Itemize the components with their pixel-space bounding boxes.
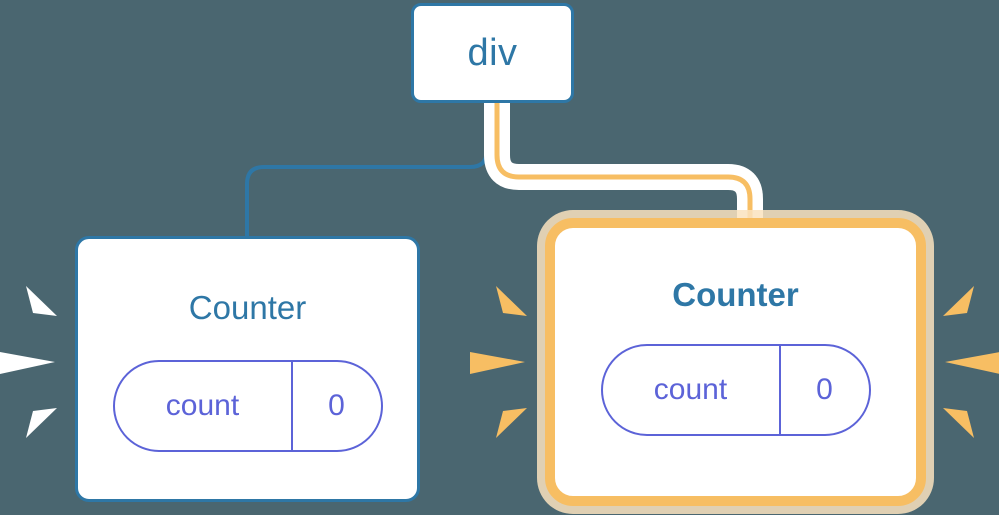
node-div[interactable]: div (411, 3, 574, 103)
counter-right-state-key: count (653, 373, 728, 406)
counter-left-state-key: count (165, 389, 240, 422)
counter-left-state-pill[interactable]: count 0 (112, 360, 383, 452)
node-div-label: div (467, 32, 518, 74)
connector-div-to-counter-left (245, 101, 489, 238)
node-counter-right[interactable]: Counter count 0 (545, 218, 926, 506)
node-counter-left[interactable]: Counter count 0 (75, 236, 420, 502)
connector-div-to-counter-right (494, 100, 753, 243)
counter-left-title: Counter (188, 289, 307, 326)
counter-right-state-value: 0 (778, 346, 869, 434)
counter-right-title: Counter (672, 276, 799, 313)
counter-left-state-value: 0 (290, 362, 381, 450)
counter-right-state-pill[interactable]: count 0 (600, 344, 871, 436)
